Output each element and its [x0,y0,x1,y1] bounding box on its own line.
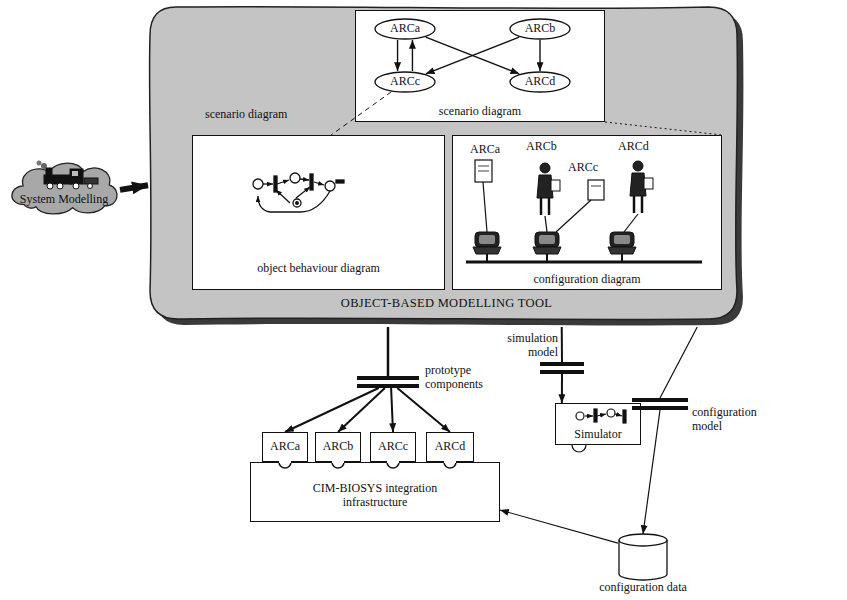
model-store: simulation model [540,362,584,374]
node-text: OBJECT-BASED MODELLING TOOL [341,296,552,310]
label-text: scenario diagram [205,108,287,122]
label-text: ARCc [568,161,598,175]
flow-arrow [387,327,390,376]
component-box: ARCa [262,432,308,462]
node-text: scenario diagram [439,105,521,119]
node-text: ARCc [390,75,420,89]
diagram-box: object behaviour diagram [192,135,445,290]
simulator-icon [572,409,626,452]
node-text: ARCb [525,22,556,36]
model-store: prototype components [357,376,419,388]
flow-arrow [338,388,385,432]
object-node: ARCc [374,71,436,93]
simulator-box: Simulator [555,403,641,445]
node-text: ARCd [435,440,466,454]
label-text: ARCb [526,140,557,154]
object-node: ARCd [509,71,571,93]
component-box: ARCc [370,432,416,462]
flow-arrow [539,40,540,71]
network-figure [466,160,702,262]
flow-arrow [561,327,563,362]
bar-outline [632,398,688,410]
petri-net [253,173,344,212]
label-text: ARCa [470,143,500,157]
bar-outline [540,362,584,374]
infrastructure-box: CIM-BIOSYS integration infrastructure [250,462,500,522]
flow-arrow [660,327,697,398]
object-node: ARCb [509,18,571,40]
bar-outline [357,376,419,388]
component-box: ARCd [426,432,474,462]
flow-arrow [397,40,398,71]
tool-region: OBJECT-BASED MODELLING TOOL scenario diag… [148,5,745,327]
node-text: configuration data [583,581,703,595]
node-text: configuration model [692,406,764,434]
flow-arrow [391,388,393,432]
cyl-outline [618,534,668,580]
diagram-box: scenario diagram ARCa ARCbARCc ARCd [355,10,605,122]
node-text: Simulator [574,428,621,442]
zoom-line [605,122,722,135]
node-text: ARCc [378,440,408,454]
node-text: System Modelling [20,193,108,207]
data-cylinder: configuration data [618,534,668,580]
flow-arrow [397,388,450,432]
model-store: configuration model [632,398,688,410]
node-text: ARCa [270,440,300,454]
flow-arrow [120,185,148,190]
component-box: ARCb [315,432,361,462]
node-text: CIM-BIOSYS integration infrastructure [305,482,445,510]
flow-arrow [561,374,563,403]
node-text: ARCb [323,440,354,454]
train-icon [37,161,99,190]
cloud-node: System Modelling [8,158,120,216]
zoom-line [331,92,391,135]
flow-arrow [643,410,660,534]
node-text: prototype components [425,364,491,392]
diagram-box: configuration diagram [452,135,722,290]
flow-arrow [426,37,519,74]
node-text: simulation model [496,332,558,360]
puzzle-tabs [279,462,456,468]
node-text: ARCa [390,22,420,36]
flow-arrow [426,37,519,74]
object-node: ARCa [374,18,436,40]
node-text: configuration diagram [534,273,641,287]
flow-arrow [412,40,413,71]
node-text: ARCd [525,75,556,89]
label-text: ARCd [618,140,649,154]
node-text: object behaviour diagram [257,262,380,276]
cloud-outline [8,158,120,216]
flow-arrow [500,510,618,543]
flow-arrow [285,388,379,432]
